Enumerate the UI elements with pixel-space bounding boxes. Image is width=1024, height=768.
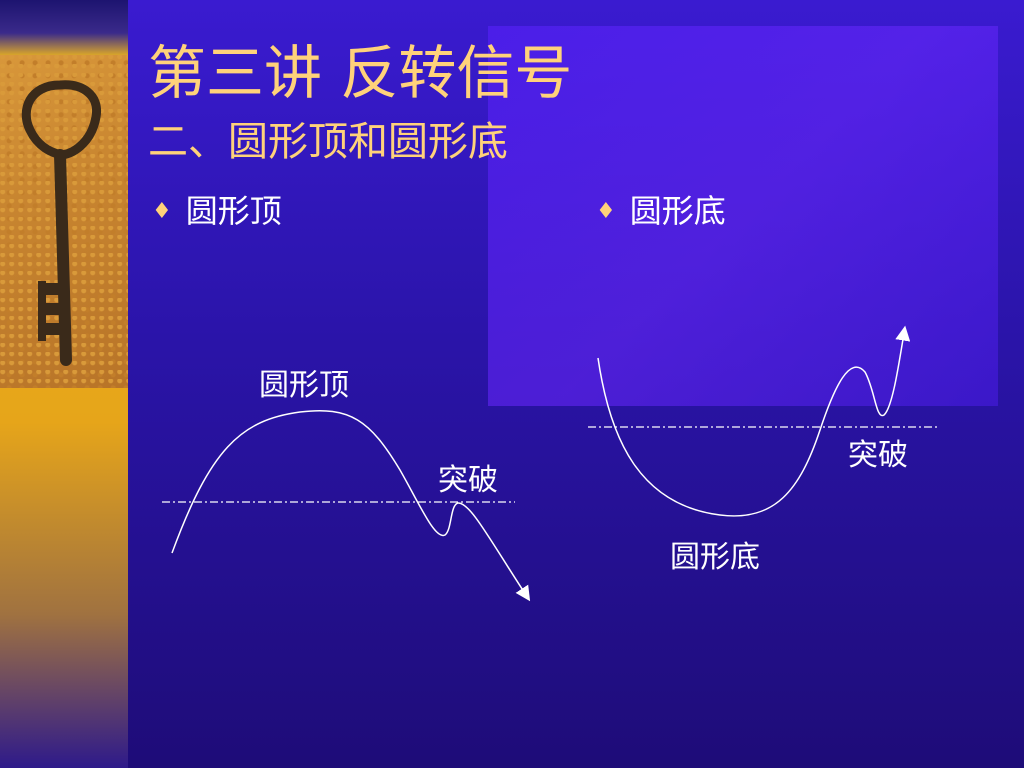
- left-decor-top: [0, 0, 128, 55]
- key-icon: [21, 80, 102, 366]
- rounded-bottom-curve: [597, 325, 911, 517]
- top-breakout-label: 突破: [438, 463, 498, 498]
- diamond-bullet-icon: ♦: [596, 199, 616, 224]
- bottom-breakout-label: 突破: [848, 438, 908, 473]
- rounded-bottom-label: 圆形底: [670, 540, 760, 575]
- slide-subtitle: 二、圆形顶和圆形底: [148, 119, 508, 165]
- bullet-rounded-top-text: 圆形顶: [185, 192, 282, 230]
- rounded-top-label: 圆形顶: [259, 368, 349, 403]
- diamond-bullet-icon: ♦: [152, 199, 172, 224]
- rounded-top-curve: [171, 409, 531, 602]
- bullet-rounded-bottom-text: 圆形底: [629, 192, 726, 230]
- bullet-rounded-top: ♦ 圆形顶: [152, 190, 282, 233]
- bullet-rounded-bottom: ♦ 圆形底: [596, 190, 726, 233]
- slide-title: 第三讲 反转信号: [148, 39, 573, 107]
- key-photo: [0, 55, 128, 388]
- background-highlight: [488, 26, 998, 406]
